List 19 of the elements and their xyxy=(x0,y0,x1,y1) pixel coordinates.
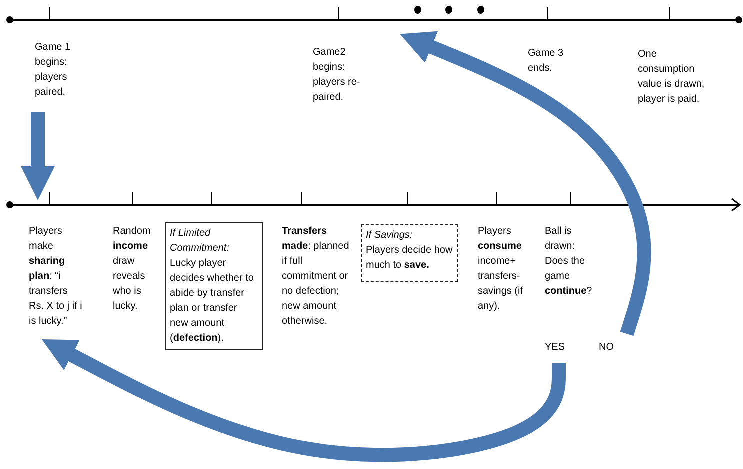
note-box xyxy=(165,222,263,350)
event-text: Game 3 ends. xyxy=(528,46,586,76)
event-text: Game 1 begins: players paired. xyxy=(35,40,93,100)
note-text: Players decide how much to save. xyxy=(366,244,453,273)
block-arrow xyxy=(400,31,652,336)
event-text: One consumption value is drawn, player is paid. xyxy=(638,47,714,107)
block-arrow xyxy=(21,112,55,200)
note-heading: If Savings: xyxy=(366,229,414,243)
decision-option: NO xyxy=(599,340,623,355)
stage-text: Players consume income+ transfers-savings (if any). xyxy=(478,224,534,314)
stage-text: Players make sharing plan: “i transfers Rs. X to j if i is lucky.” xyxy=(29,224,85,329)
dashed-note-box xyxy=(361,224,458,282)
note-heading: If Limited Commitment: xyxy=(170,227,230,256)
stage-text: Ball is drawn: Does the game continue? xyxy=(545,224,593,299)
stage-text: Random income draw reveals who is lucky. xyxy=(113,224,163,314)
event-text: Game2 begins: players re-paired. xyxy=(313,45,371,105)
note-text: Lucky player decides whether to abide by transfer plan or transfer new amount (defection). xyxy=(170,257,255,346)
decision-option: YES xyxy=(545,340,573,355)
stage-text: Transfers made: planned if full commitment or no defection; new amount otherwise. xyxy=(282,224,356,329)
